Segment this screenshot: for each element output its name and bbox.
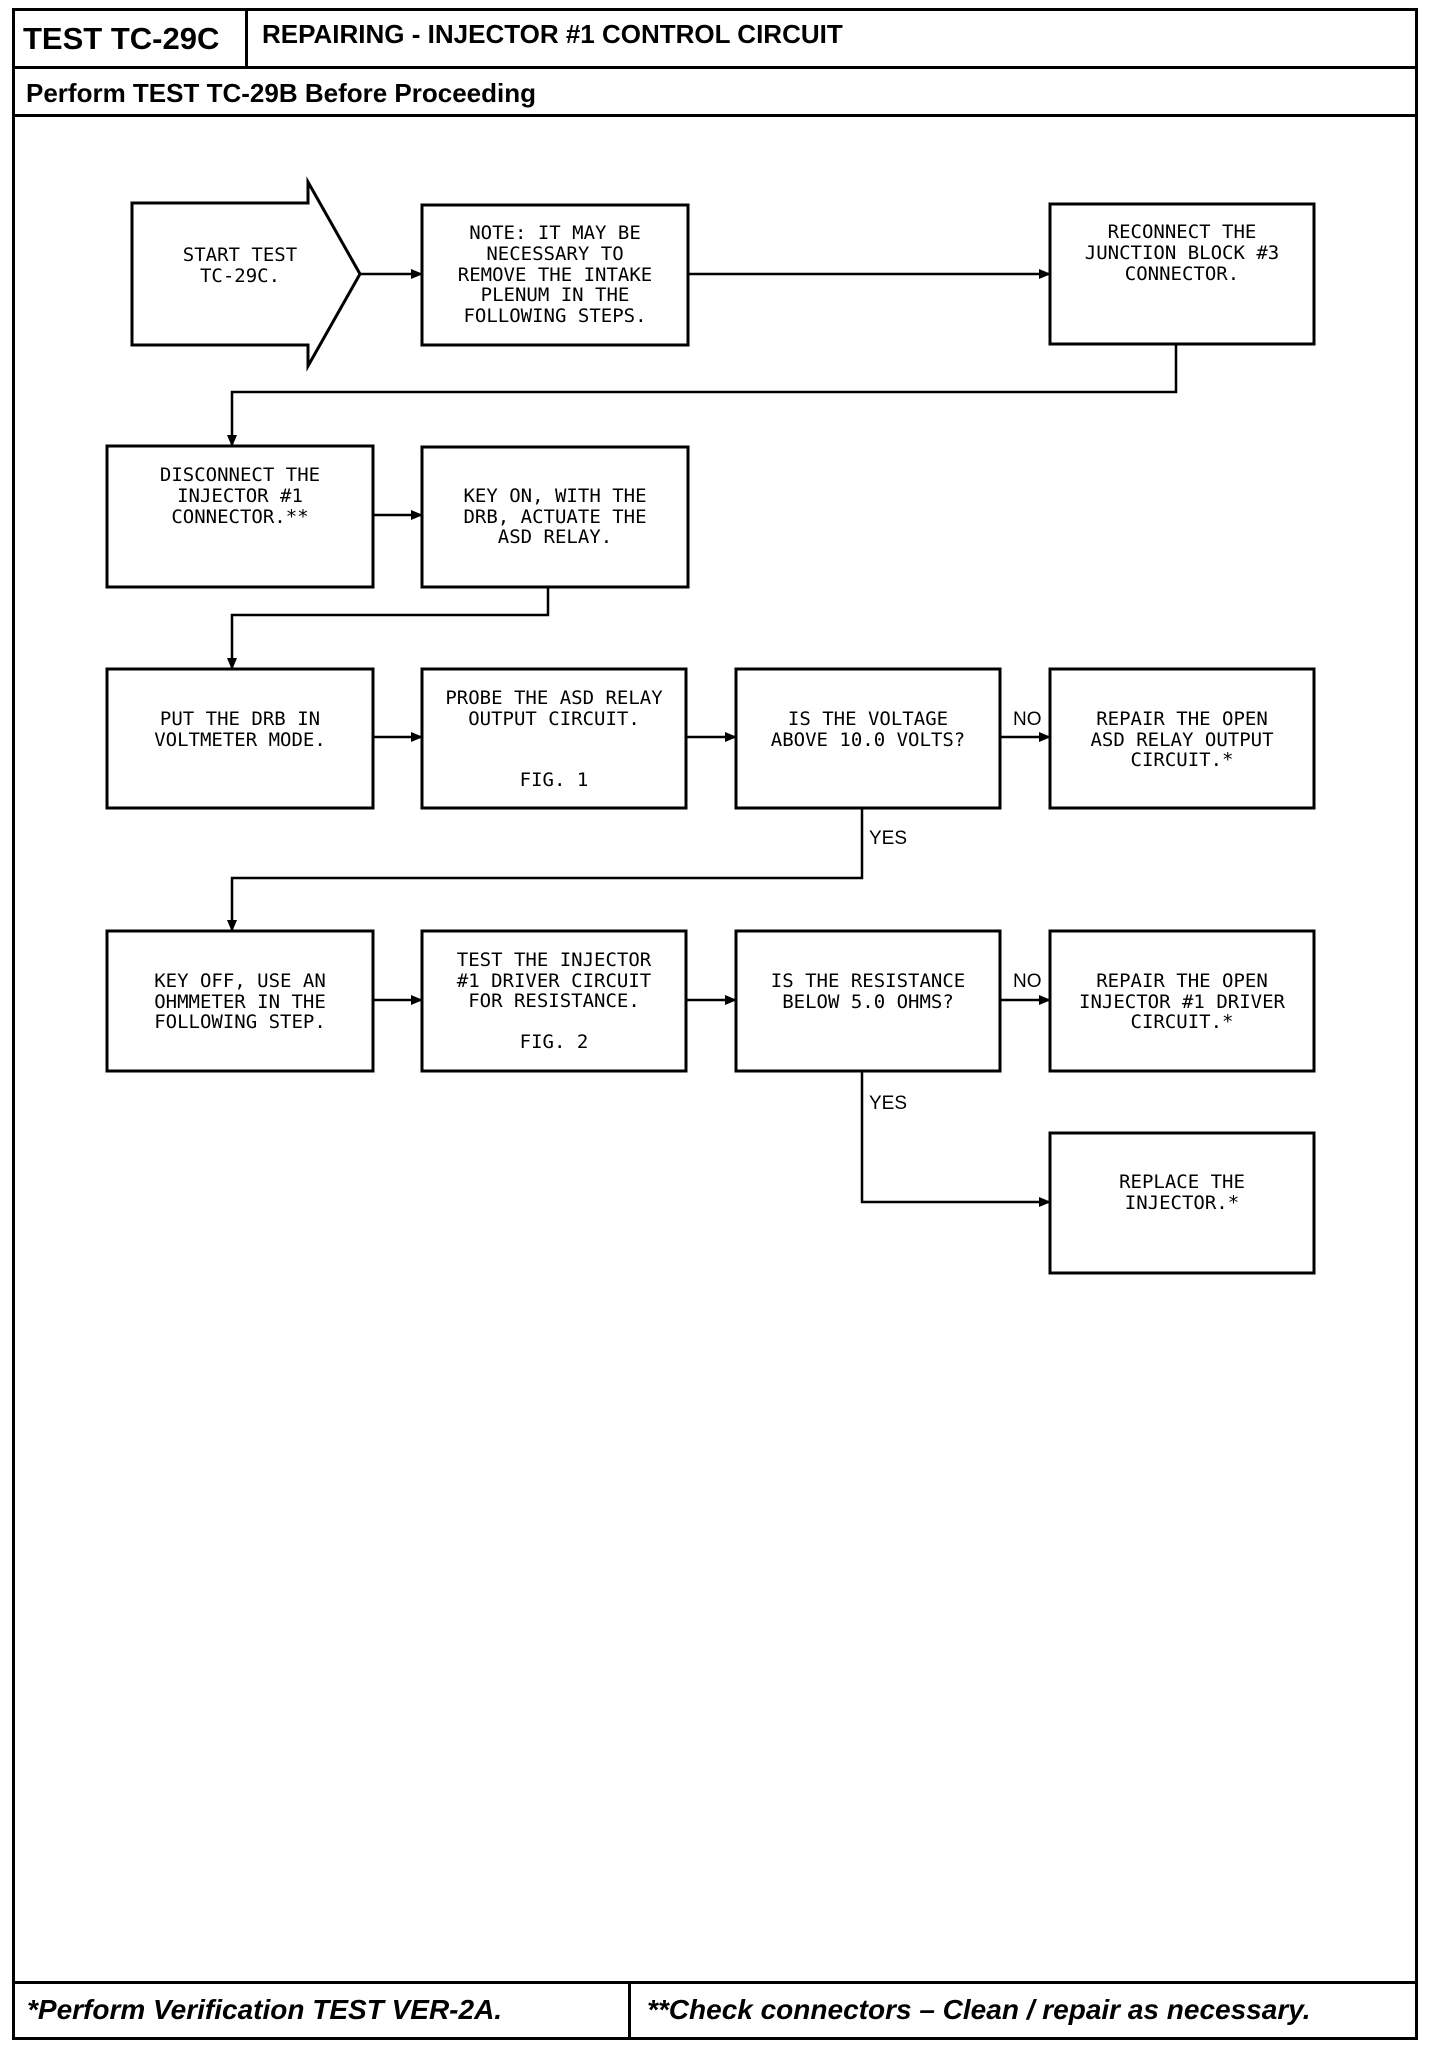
reconnect-line-1: RECONNECT THE: [1108, 221, 1257, 243]
key-off-line-2: OHMMETER IN THE: [154, 991, 326, 1013]
test-id: TEST TC-29C: [15, 11, 248, 66]
label-yes-voltage: YES: [869, 828, 907, 849]
note-line-5: FOLLOWING STEPS.: [463, 305, 646, 327]
arrow-voltage-yes: [227, 808, 864, 932]
voltage-q-line-2: ABOVE 10.0 VOLTS?: [771, 729, 965, 751]
footer: *Perform Verification TEST VER-2A. **Che…: [15, 1981, 1415, 2037]
reconnect-line-2: JUNCTION BLOCK #3: [1085, 242, 1279, 264]
repair-driver-line-1: REPAIR THE OPEN: [1096, 970, 1268, 992]
arrow-resistance-yes: [860, 1071, 1051, 1207]
voltage-question-box: IS THE VOLTAGE ABOVE 10.0 VOLTS?: [734, 667, 1002, 810]
key-on-line-2: DRB, ACTUATE THE: [463, 506, 646, 528]
label-no-resistance: NO: [1013, 971, 1042, 992]
reconnect-line-3: CONNECTOR.: [1125, 263, 1239, 285]
prerequisite-row: Perform TEST TC-29B Before Proceeding: [15, 69, 1415, 117]
start-line-2: TC-29C.: [200, 265, 280, 287]
arrow-reconnect-to-disconnect: [227, 344, 1178, 447]
voltmeter-line-1: PUT THE DRB IN: [160, 708, 320, 730]
note-line-2: NECESSARY TO: [486, 243, 623, 265]
note-line-1: NOTE: IT MAY BE: [469, 222, 641, 244]
note-line-3: REMOVE THE INTAKE: [458, 264, 652, 286]
start-arrow-shape: [130, 176, 362, 372]
probe-line-1: PROBE THE ASD RELAY: [445, 687, 663, 709]
note-box: NOTE: IT MAY BE NECESSARY TO REMOVE THE …: [420, 203, 690, 347]
replace-box: REPLACE THE INJECTOR.*: [1048, 1131, 1316, 1275]
label-no-voltage: NO: [1013, 709, 1042, 730]
resistance-question-box: IS THE RESISTANCE BELOW 5.0 OHMS?: [734, 929, 1002, 1073]
start-node: START TEST TC-29C.: [130, 176, 362, 372]
key-off-line-3: FOLLOWING STEP.: [154, 1011, 326, 1033]
start-line-1: START TEST: [183, 244, 297, 266]
resistance-q-line-2: BELOW 5.0 OHMS?: [782, 991, 954, 1013]
probe-fig: FIG. 1: [520, 769, 589, 791]
disconnect-box: DISCONNECT THE INJECTOR #1 CONNECTOR.**: [105, 444, 375, 589]
repair-asd-line-2: ASD RELAY OUTPUT: [1090, 729, 1273, 751]
key-on-box: KEY ON, WITH THE DRB, ACTUATE THE ASD RE…: [420, 445, 690, 589]
page-title: REPAIRING - INJECTOR #1 CONTROL CIRCUIT: [262, 19, 843, 49]
disconnect-line-2: INJECTOR #1: [177, 485, 303, 507]
replace-line-1: REPLACE THE: [1119, 1171, 1245, 1193]
voltmeter-box: PUT THE DRB IN VOLTMETER MODE.: [105, 667, 375, 810]
connector-lines: [227, 269, 1178, 1207]
key-on-line-3: ASD RELAY.: [498, 526, 612, 548]
test-driver-line-2: #1 DRIVER CIRCUIT: [457, 970, 651, 992]
note-line-4: PLENUM IN THE: [481, 284, 630, 306]
key-off-line-1: KEY OFF, USE AN: [154, 970, 326, 992]
footnote-connectors: **Check connectors – Clean / repair as n…: [647, 1994, 1311, 2025]
test-driver-line-1: TEST THE INJECTOR: [457, 949, 652, 971]
disconnect-line-3: CONNECTOR.**: [171, 506, 308, 528]
disconnect-line-1: DISCONNECT THE: [160, 464, 320, 486]
prerequisite-note: Perform TEST TC-29B Before Proceeding: [26, 78, 536, 108]
label-yes-resistance: YES: [869, 1093, 907, 1114]
repair-driver-line-2: INJECTOR #1 DRIVER: [1079, 991, 1285, 1013]
repair-driver-box: REPAIR THE OPEN INJECTOR #1 DRIVER CIRCU…: [1048, 929, 1316, 1073]
repair-asd-box: REPAIR THE OPEN ASD RELAY OUTPUT CIRCUIT…: [1048, 667, 1316, 810]
probe-box: PROBE THE ASD RELAY OUTPUT CIRCUIT. FIG.…: [420, 667, 688, 810]
repair-driver-line-3: CIRCUIT.*: [1131, 1011, 1234, 1033]
page-frame: TEST TC-29C REPAIRING - INJECTOR #1 CONT…: [12, 8, 1418, 2040]
key-off-box: KEY OFF, USE AN OHMMETER IN THE FOLLOWIN…: [105, 929, 375, 1073]
resistance-q-line-1: IS THE RESISTANCE: [771, 970, 965, 992]
driver-fig: FIG. 2: [520, 1031, 589, 1053]
footnote-verification: *Perform Verification TEST VER-2A.: [15, 1984, 631, 2037]
repair-asd-line-1: REPAIR THE OPEN: [1096, 708, 1268, 730]
test-driver-line-3: FOR RESISTANCE.: [468, 990, 640, 1012]
replace-line-2: INJECTOR.*: [1125, 1192, 1239, 1214]
probe-line-2: OUTPUT CIRCUIT.: [468, 708, 640, 730]
voltage-q-line-1: IS THE VOLTAGE: [788, 708, 948, 730]
arrow-keyon-to-voltmeter: [227, 587, 550, 670]
repair-asd-line-3: CIRCUIT.*: [1131, 749, 1234, 771]
header-row: TEST TC-29C REPAIRING - INJECTOR #1 CONT…: [15, 11, 1415, 69]
reconnect-box: RECONNECT THE JUNCTION BLOCK #3 CONNECTO…: [1048, 202, 1316, 346]
voltmeter-line-2: VOLTMETER MODE.: [154, 729, 326, 751]
key-on-line-1: KEY ON, WITH THE: [463, 485, 646, 507]
test-driver-box: TEST THE INJECTOR #1 DRIVER CIRCUIT FOR …: [420, 929, 688, 1073]
